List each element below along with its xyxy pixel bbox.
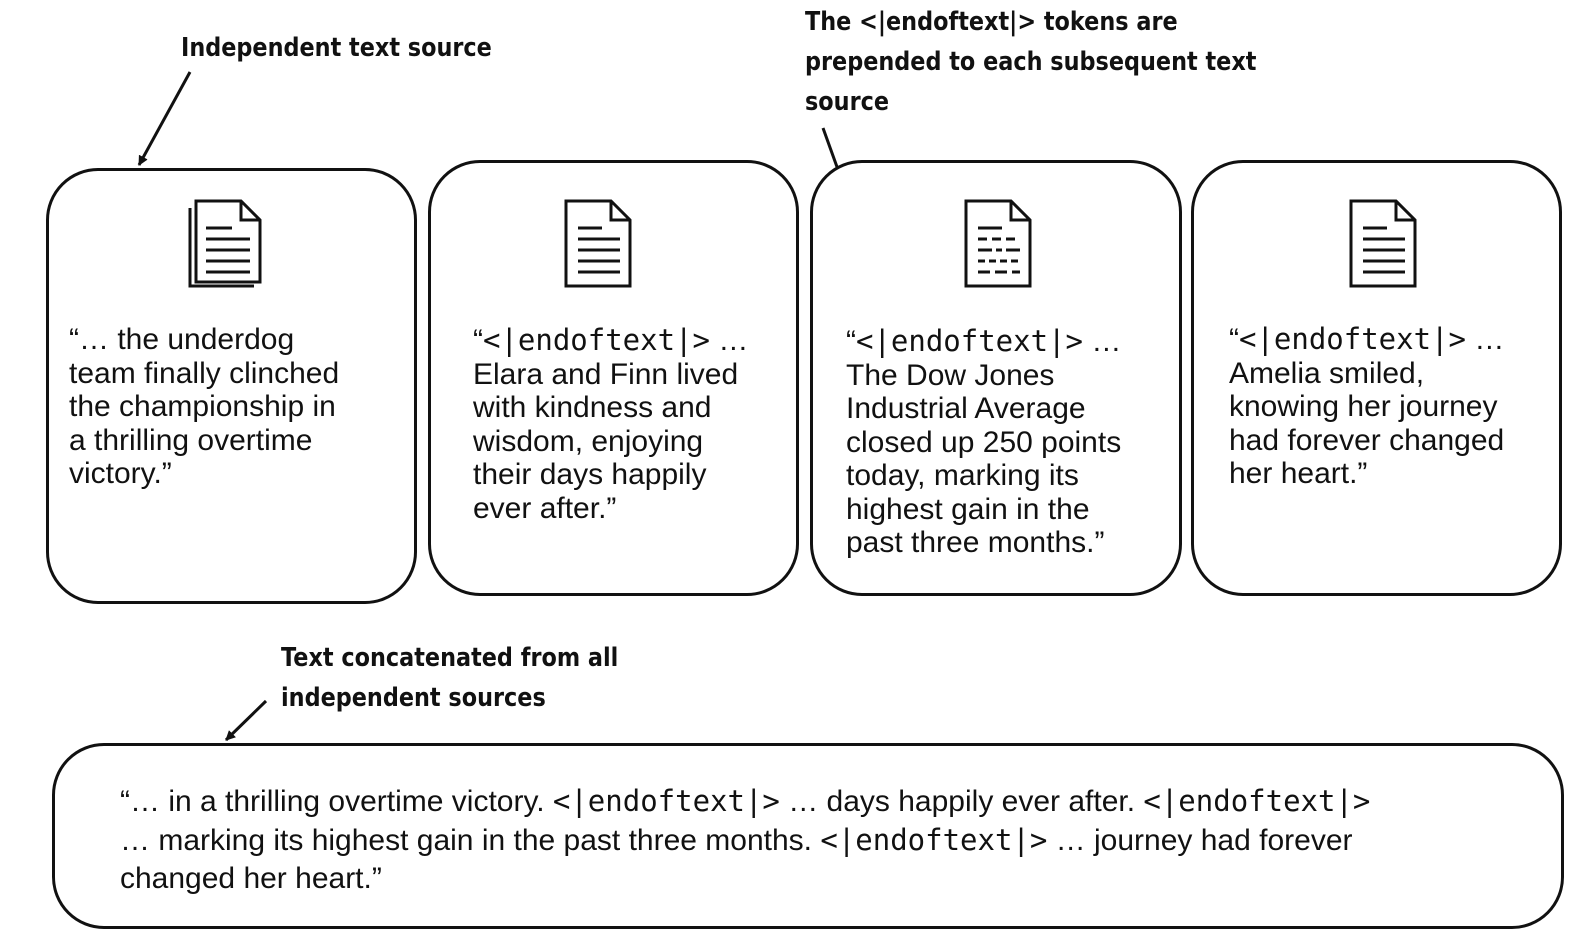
concatenated-line-1: “… in a thrilling overtime victory. <|en…	[120, 782, 1370, 821]
endoftext-token: <|endoftext|>	[1143, 784, 1371, 818]
text-line: today, marking its	[846, 459, 1079, 492]
open-quote: “	[473, 324, 483, 357]
text-line: their days happily	[473, 458, 707, 491]
endoftext-token: <|endoftext|>	[1239, 322, 1466, 356]
text-line: The Dow Jones	[846, 358, 1055, 392]
text-line: team finally clinched	[69, 356, 340, 390]
token-line: “<|endoftext|> …	[473, 323, 749, 358]
text-line: her heart.”	[1229, 457, 1368, 490]
annotation-independent-source: Independent text source	[181, 28, 492, 68]
concatenated-line-2: … marking its highest gain in the past t…	[120, 821, 1370, 860]
text-segment: … days happily ever after.	[779, 785, 1144, 818]
endoftext-token: <|endoftext|>	[820, 823, 1048, 857]
text-line: knowing her journey	[1229, 390, 1498, 423]
text-line: past three months.”	[846, 526, 1105, 559]
annotation-line: independent sources	[281, 683, 546, 713]
annotation-line: source	[805, 87, 890, 117]
token-line: “<|endoftext|> …	[1229, 322, 1505, 357]
document-icon	[564, 199, 632, 288]
arrow-to-concatenated-box	[224, 699, 268, 742]
text-line: “… the underdog	[69, 323, 295, 356]
document-icon	[1349, 199, 1417, 288]
text-line: the championship in	[69, 390, 336, 423]
endoftext-token: <|endoftext|>	[483, 323, 710, 357]
text-line: wisdom, enjoying	[473, 424, 704, 458]
ellipsis: …	[1082, 325, 1122, 358]
token-line: “<|endoftext|> …	[846, 324, 1122, 359]
text-line: with kindness and	[473, 391, 712, 424]
open-quote: “	[1229, 323, 1239, 356]
ellipsis: …	[1465, 323, 1505, 356]
text-segment: “… in a thrilling overtime victory.	[120, 785, 553, 818]
text-line: ever after.”	[473, 491, 617, 525]
text-line: had forever changed	[1229, 423, 1505, 457]
source-card-1-text: “… the underdog team finally clinched th…	[69, 323, 339, 491]
text-line: victory.”	[69, 457, 172, 490]
open-quote: “	[846, 325, 856, 358]
concatenated-line-3: changed her heart.”	[120, 862, 382, 895]
annotation-concatenated: Text concatenated from all independent s…	[281, 638, 618, 718]
text-line: Industrial Average	[846, 392, 1086, 425]
arrow-to-first-card	[137, 71, 192, 166]
endoftext-token: <|endoftext|>	[552, 784, 780, 818]
source-card-3-text: “<|endoftext|> … The Dow Jones Industria…	[846, 324, 1122, 560]
document-dashed-lines-icon	[964, 199, 1032, 288]
text-line: a thrilling overtime	[69, 423, 313, 457]
annotation-line: prepended to each subsequent text	[805, 47, 1257, 77]
source-card-4-text: “<|endoftext|> … Amelia smiled, knowing …	[1229, 322, 1505, 491]
text-segment: … marking its highest gain in the past t…	[120, 824, 821, 857]
ellipsis: …	[709, 324, 749, 357]
annotation-line: Independent text source	[181, 33, 492, 63]
endoftext-token: <|endoftext|>	[856, 324, 1083, 358]
concatenated-text: “… in a thrilling overtime victory. <|en…	[120, 782, 1370, 898]
concatenated-text-box	[52, 743, 1564, 929]
stacked-document-icon	[188, 199, 262, 288]
source-card-2-text: “<|endoftext|> … Elara and Finn lived wi…	[473, 323, 749, 525]
text-line: Amelia smiled,	[1229, 356, 1425, 390]
text-line: closed up 250 points	[846, 425, 1122, 459]
text-line: highest gain in the	[846, 492, 1090, 526]
annotation-line: Text concatenated from all	[281, 643, 619, 673]
annotation-eot-prepended: The <|endoftext|> tokens are prepended t…	[805, 2, 1256, 122]
text-segment: … journey had forever	[1047, 824, 1353, 857]
text-line: Elara and Finn lived	[473, 357, 739, 391]
annotation-line: The <|endoftext|> tokens are	[805, 7, 1178, 37]
